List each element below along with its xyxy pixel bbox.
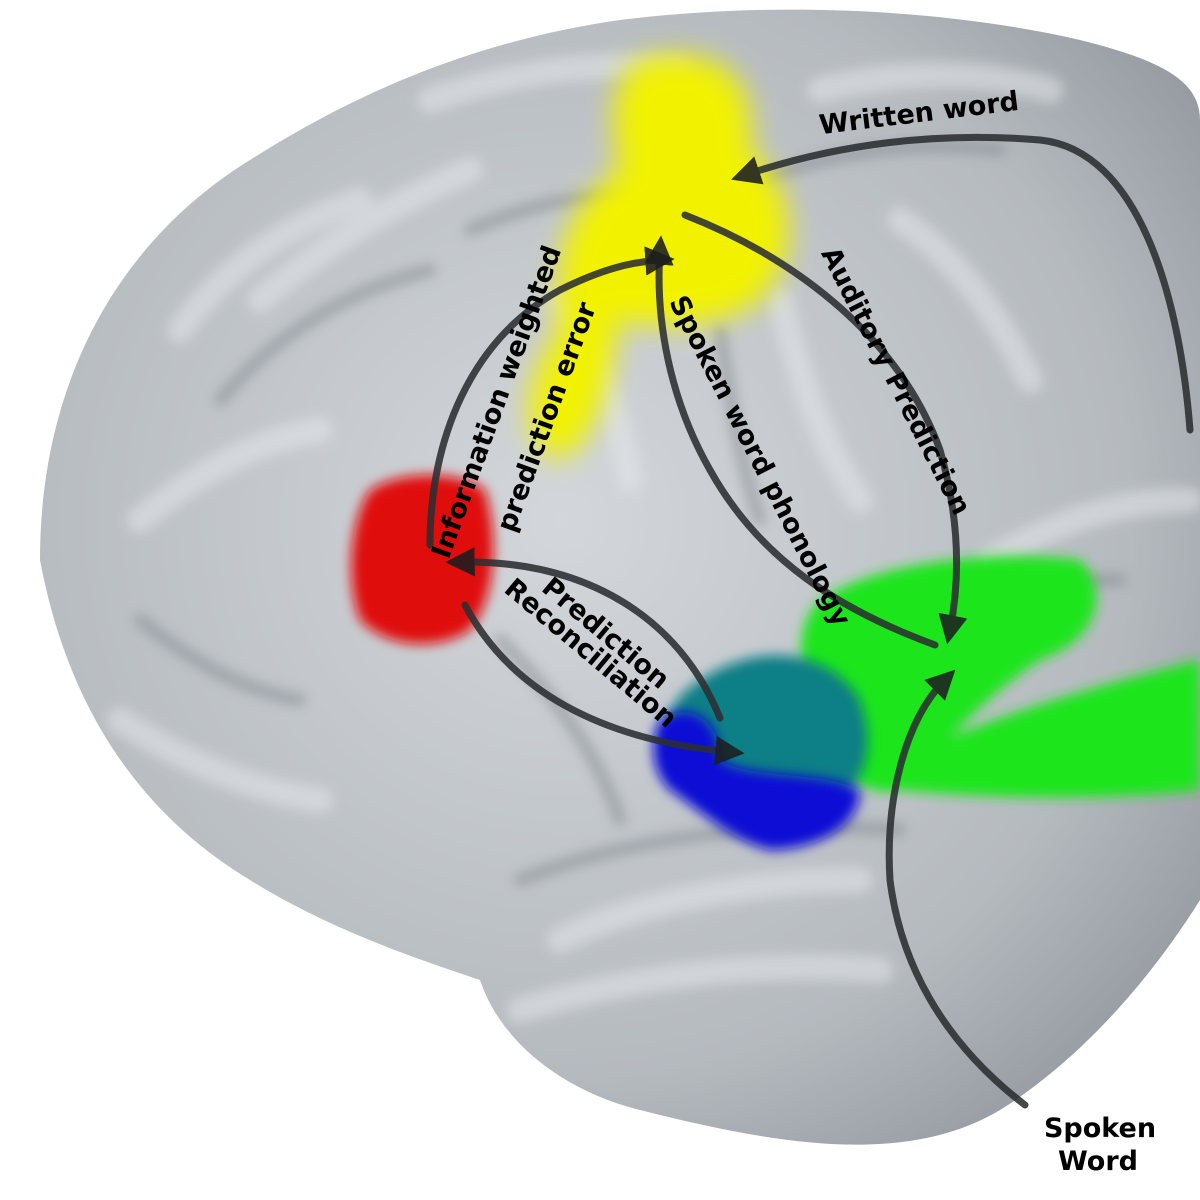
- arrow-written-word: [731, 133, 1194, 434]
- arrow-spoken-word-phonology: [644, 235, 939, 649]
- brain-surface: [40, 9, 1200, 1145]
- arrow-reconciliation-to-red: [445, 547, 724, 722]
- arrow-spoken-word-input: [885, 669, 1029, 1109]
- arrows: [426, 133, 1194, 1109]
- arrow-reconciliation-to-teal: [461, 601, 745, 766]
- arrow-auditory-prediction: [681, 211, 968, 645]
- label-word: Word: [1058, 1146, 1138, 1177]
- arrow-prediction-error: [426, 246, 675, 549]
- label-spoken: Spoken: [1044, 1113, 1156, 1144]
- region-red: [351, 475, 494, 644]
